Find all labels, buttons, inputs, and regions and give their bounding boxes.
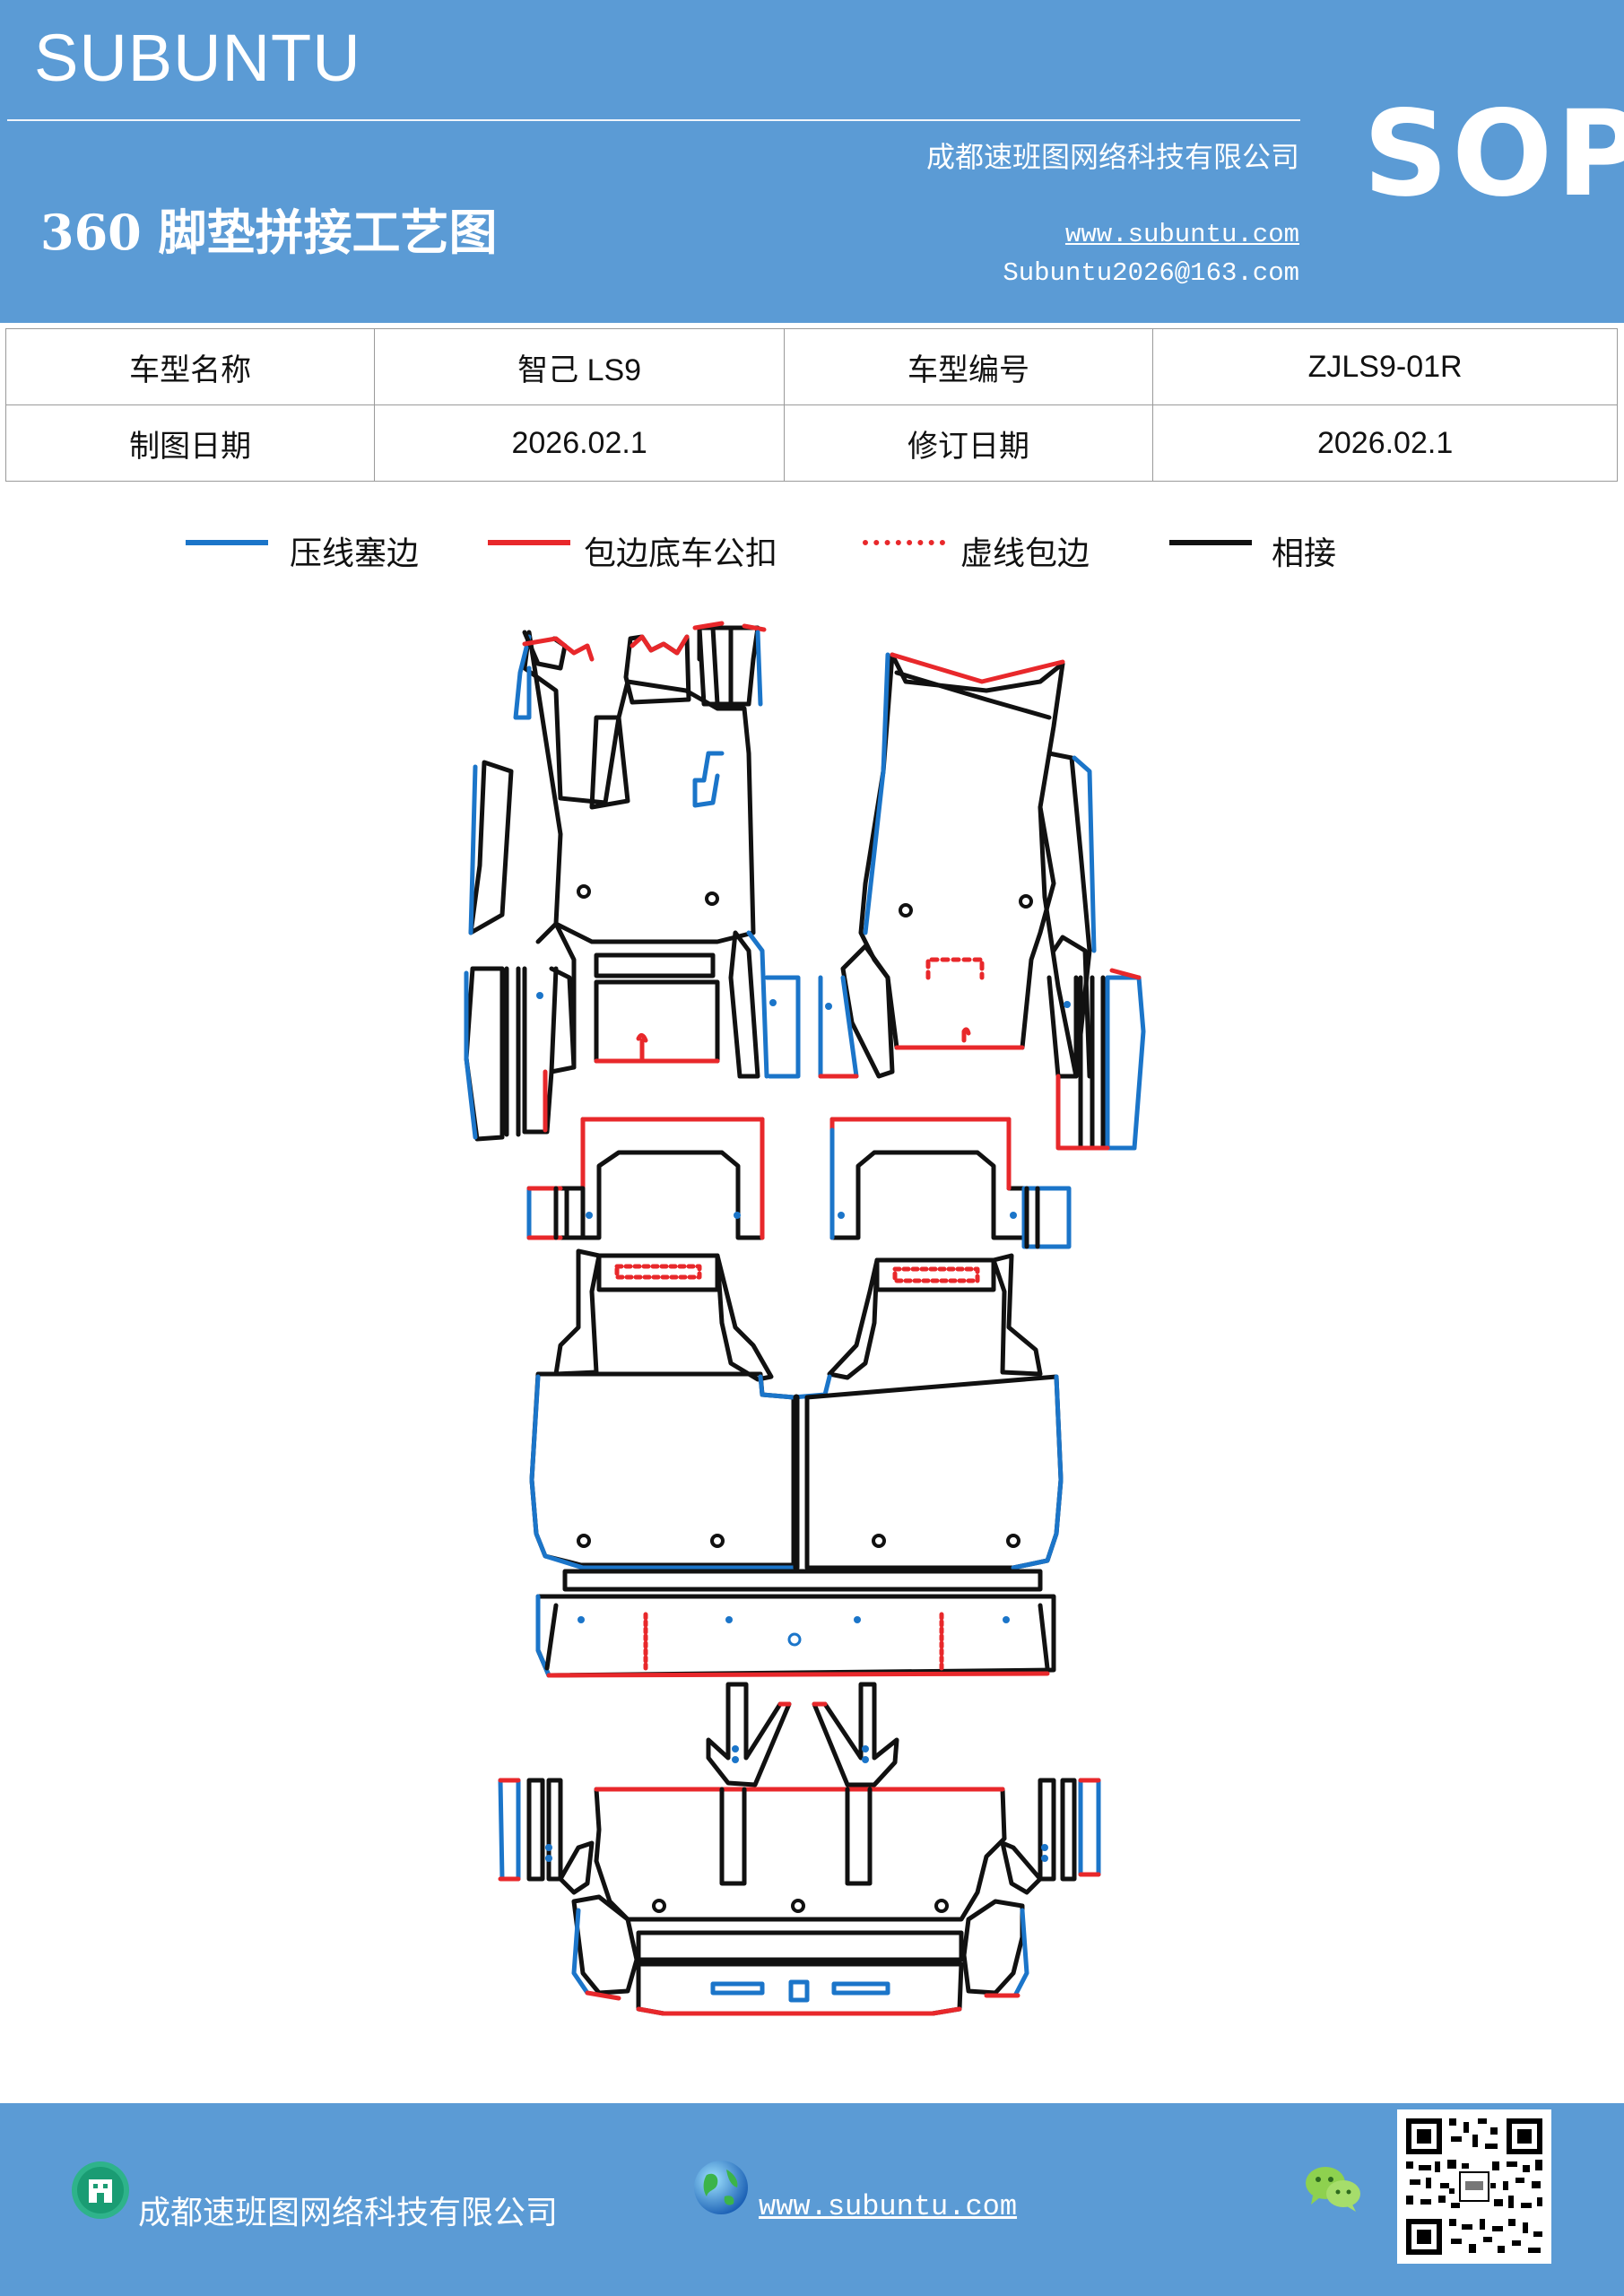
brand-name: SUBUNTU <box>34 21 361 95</box>
label-model-code: 车型编号 <box>783 328 1154 405</box>
wechat-icon <box>1306 2167 1360 2212</box>
legend-swatch <box>863 540 945 545</box>
value-draw-date: 2026.02.1 <box>374 404 785 482</box>
document-title: 360 脚垫拼接工艺图 <box>40 204 498 261</box>
legend-swatch <box>1169 540 1252 545</box>
value-revise-date: 2026.02.1 <box>1152 404 1618 482</box>
value-model-code: ZJLS9-01R <box>1152 328 1618 405</box>
legend-label: 包边底车公扣 <box>584 535 778 572</box>
front-left-mat <box>464 621 801 1142</box>
sop-badge: SOP <box>1363 85 1624 223</box>
label-model-name: 车型名称 <box>4 328 376 405</box>
table-row: 制图日期 2026.02.1 修订日期 2026.02.1 <box>4 404 1618 482</box>
header-banner <box>0 0 1624 323</box>
legend-label: 虚线包边 <box>960 535 1090 572</box>
second-row-mats <box>526 1117 1072 1382</box>
building-icon <box>72 2161 129 2219</box>
website-link[interactable]: www.subuntu.com <box>1064 220 1299 249</box>
footer-company-name: 成都速班图网络科技有限公司 <box>138 2195 559 2231</box>
legend-swatch <box>488 540 570 545</box>
legend-label: 压线塞边 <box>290 535 420 572</box>
legend-swatch <box>186 540 268 545</box>
company-name: 成都速班图网络科技有限公司 <box>925 140 1299 174</box>
footer-website-link[interactable]: www.subuntu.com <box>759 2190 1018 2223</box>
front-right-mat <box>818 652 1146 1151</box>
label-revise-date: 修订日期 <box>783 404 1154 482</box>
third-row-mats <box>498 1682 1101 2016</box>
globe-icon <box>694 2161 748 2214</box>
label-draw-date: 制图日期 <box>4 404 376 482</box>
second-row-floor <box>529 1371 1064 1678</box>
qr-code[interactable] <box>1397 2109 1551 2264</box>
value-model-name: 智己 LS9 <box>374 328 785 405</box>
vehicle-info-table: 车型名称 智己 LS9 车型编号 ZJLS9-01R 制图日期 2026.02.… <box>4 328 1618 482</box>
email-address[interactable]: Subuntu2026@163.com <box>1003 258 1299 288</box>
legend-label: 相接 <box>1272 535 1337 572</box>
header-divider <box>7 119 1300 121</box>
table-row: 车型名称 智己 LS9 车型编号 ZJLS9-01R <box>4 328 1618 405</box>
